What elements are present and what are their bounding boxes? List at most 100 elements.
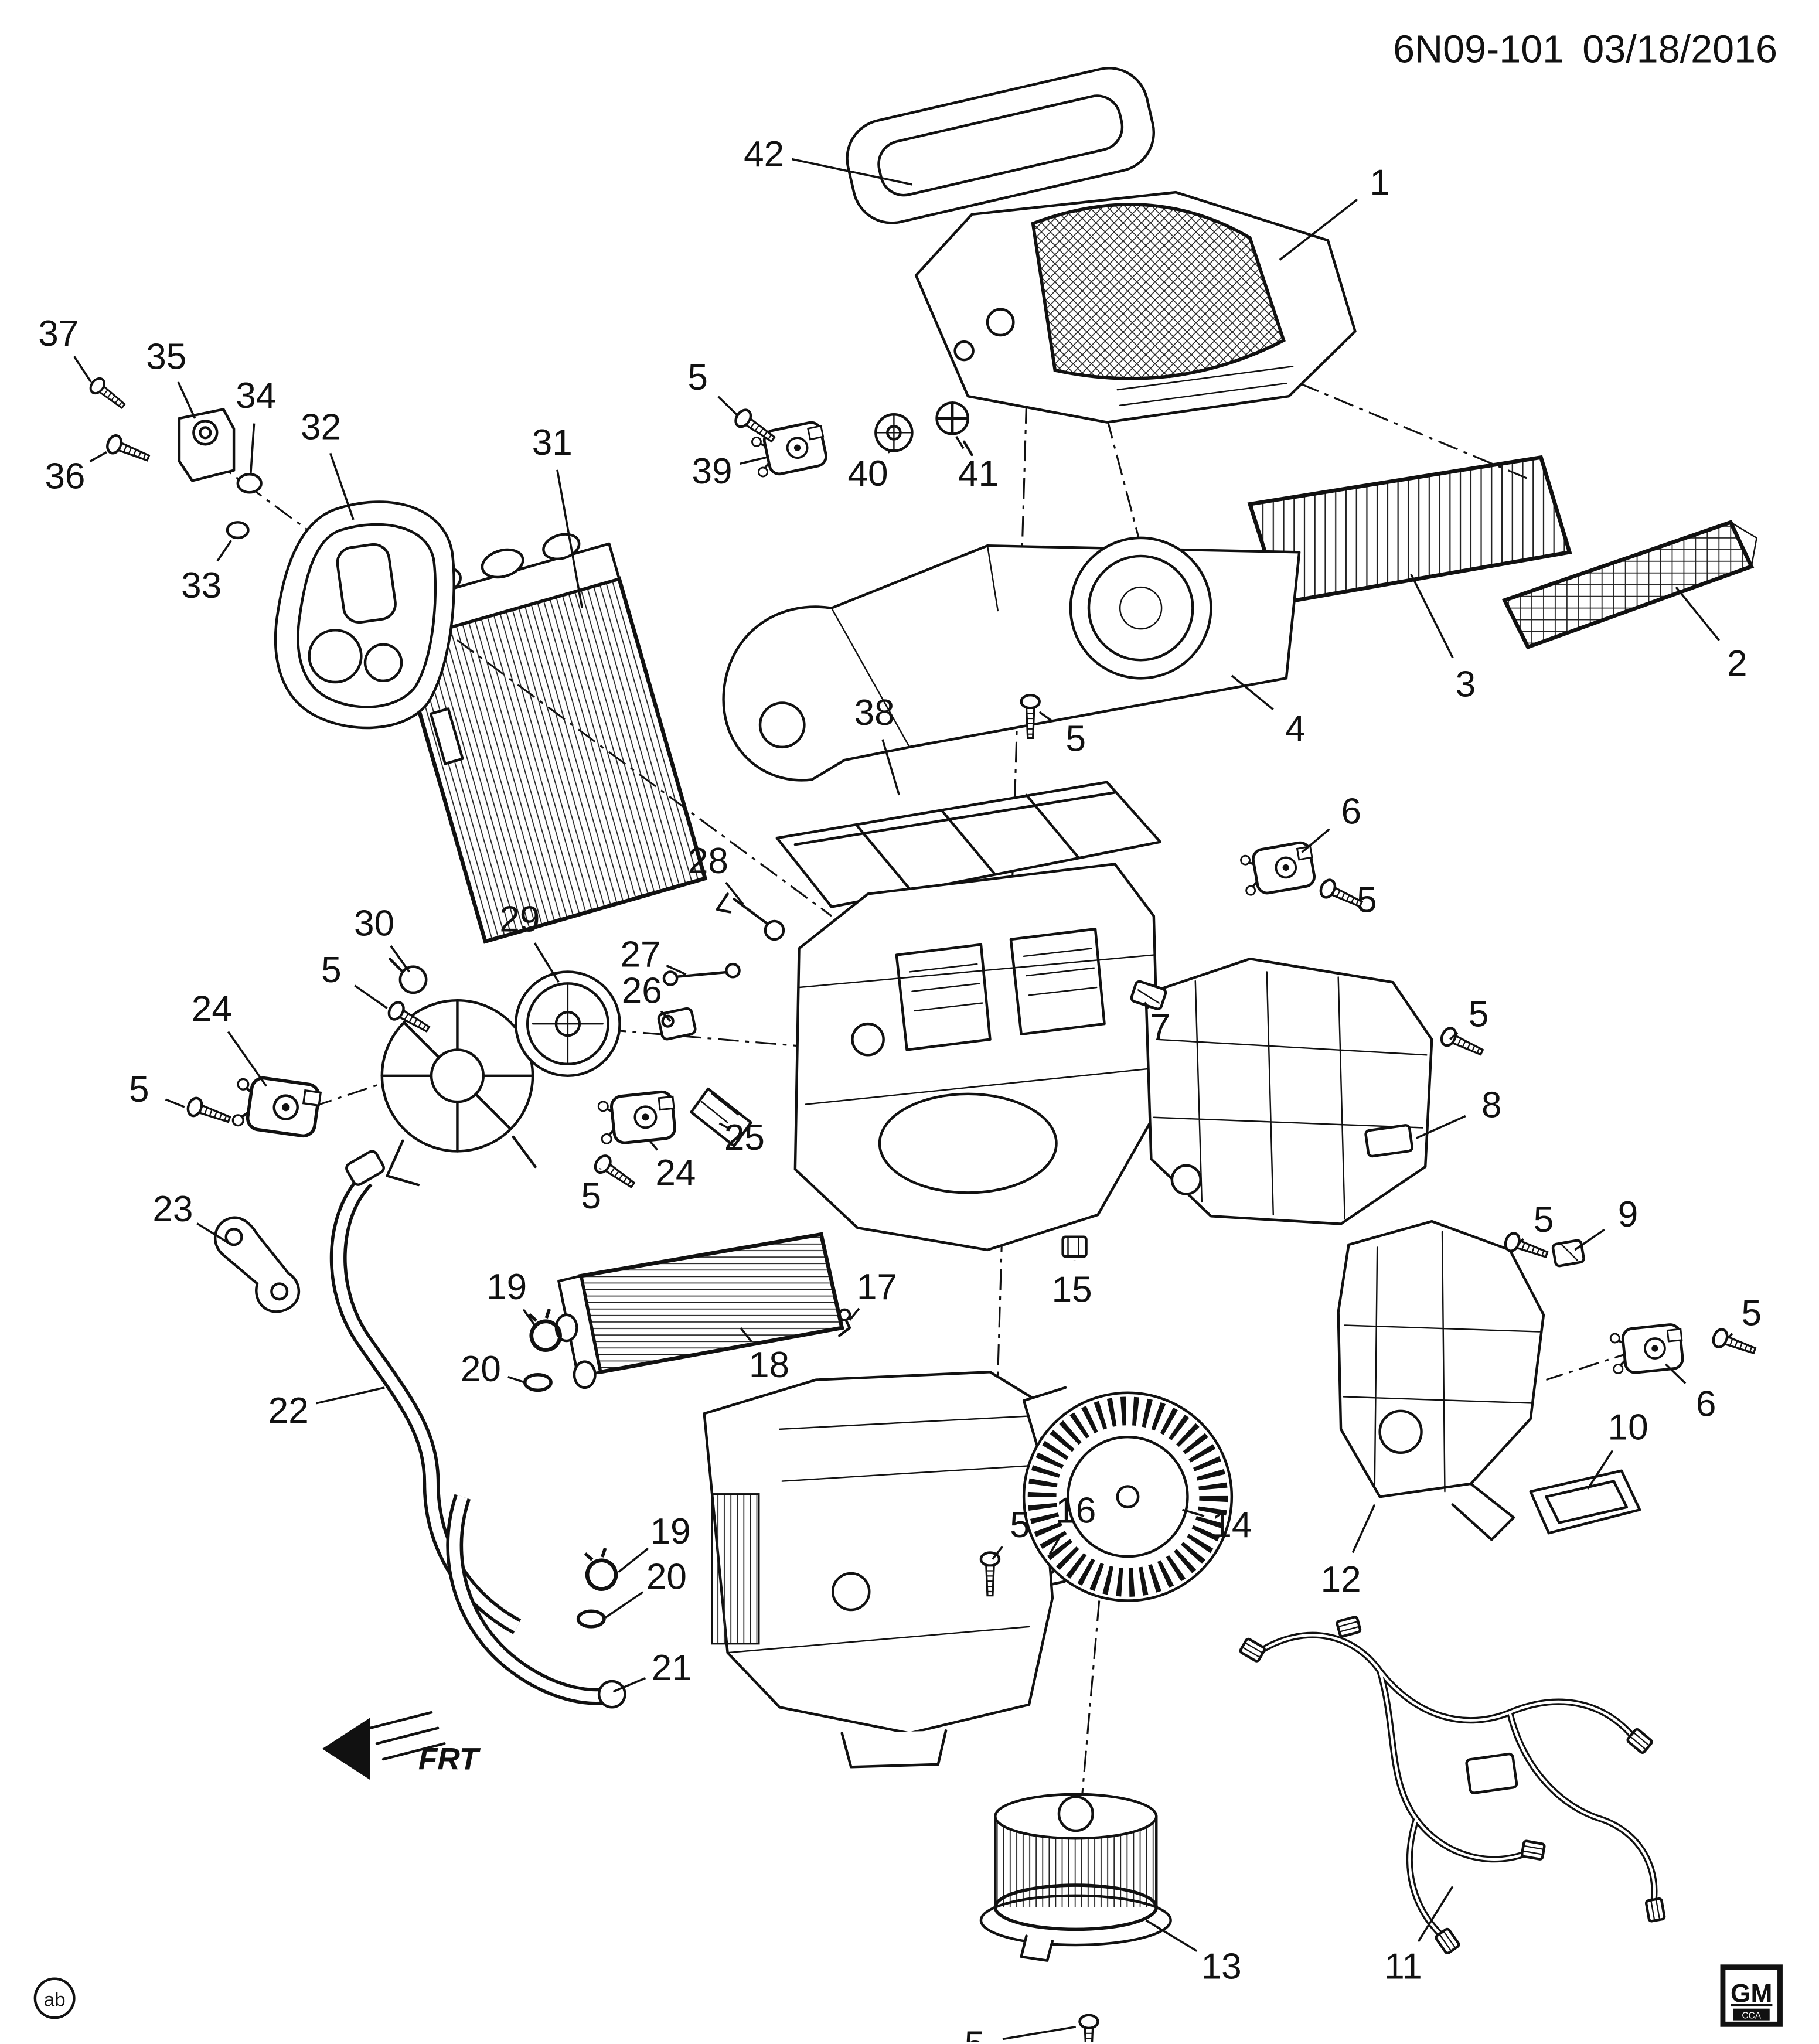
leader-line-18	[740, 1327, 752, 1343]
callout-12: 12	[1321, 1559, 1361, 1600]
leader-line-34	[250, 423, 256, 473]
leader-line-25	[718, 1122, 728, 1129]
callout-11: 11	[1384, 1947, 1422, 1987]
callout-23: 23	[152, 1189, 193, 1229]
leader-line-4	[1231, 674, 1274, 711]
callout-20: 20	[461, 1349, 501, 1389]
callout-41: 41	[958, 454, 999, 494]
screw-5	[1079, 2015, 1098, 2043]
gm-logo: GM CCA	[1720, 1964, 1783, 2027]
part-17-clip	[838, 1308, 851, 1337]
callout-5: 5	[1741, 1293, 1762, 1333]
callout-4: 4	[1285, 708, 1306, 749]
callout-5: 5	[581, 1176, 602, 1217]
part-13-blower-motor	[979, 1793, 1172, 1962]
callout-8: 8	[1481, 1085, 1502, 1126]
leader-line-9	[1574, 1228, 1605, 1251]
leader-line-23	[196, 1222, 232, 1246]
leader-line-28	[725, 881, 744, 905]
callout-5: 5	[129, 1069, 149, 1110]
part-41-impeller	[935, 401, 973, 457]
callout-5: 5	[1534, 1200, 1554, 1240]
leader-line-36	[89, 451, 107, 463]
callout-14: 14	[1211, 1505, 1252, 1545]
part-4-inlet-case	[722, 536, 1301, 782]
callout-31: 31	[532, 423, 573, 463]
callout-35: 35	[146, 337, 186, 377]
part-10-seal	[1529, 1469, 1641, 1535]
callout-29: 29	[499, 900, 540, 940]
callout-6: 6	[1696, 1384, 1716, 1425]
callout-39: 39	[692, 451, 732, 492]
frt-label: FRT	[418, 1742, 481, 1777]
leader-line-5	[1038, 711, 1054, 723]
part-18-heater-core	[554, 1232, 844, 1389]
part-24-actuator-b	[598, 1091, 677, 1145]
part-2-filter-cover	[1501, 520, 1757, 650]
callout-16: 16	[1055, 1490, 1096, 1531]
corner-mark: ab	[33, 1977, 76, 2019]
callout-17: 17	[857, 1267, 897, 1307]
callout-9: 9	[1618, 1194, 1639, 1235]
leader-line-2	[1675, 587, 1720, 641]
part-36-screw	[105, 434, 151, 466]
leader-line-20	[605, 1591, 644, 1619]
part-30-ring	[388, 958, 428, 994]
callout-24: 24	[655, 1153, 696, 1193]
leader-line-5	[1002, 2025, 1077, 2040]
callout-34: 34	[236, 376, 276, 416]
leader-line-38	[881, 739, 900, 796]
leader-line-5	[1449, 1031, 1459, 1041]
part-23-bracket	[214, 1216, 301, 1313]
leader-line-24	[649, 1140, 659, 1151]
leader-line-8	[1415, 1115, 1466, 1139]
callout-37: 37	[38, 314, 79, 354]
leader-line-19	[522, 1309, 538, 1328]
leader-line-40	[887, 448, 893, 454]
part-29-damper-assembly	[380, 970, 621, 1187]
leader-line-21	[612, 1677, 646, 1693]
callout-20: 20	[646, 1557, 687, 1597]
leader-line-33	[216, 540, 233, 562]
leader-line-5	[1727, 1333, 1733, 1339]
callout-5: 5	[1357, 880, 1377, 920]
leader-line-14	[1182, 1508, 1205, 1517]
callout-6: 6	[1341, 792, 1362, 832]
callout-5: 5	[687, 357, 708, 398]
callout-2: 2	[1727, 643, 1748, 684]
callout-33: 33	[181, 565, 222, 606]
corner-mark-label: ab	[44, 1989, 66, 2011]
callout-24: 24	[192, 989, 232, 1030]
part-20-ring-b	[578, 1611, 604, 1627]
part-24-actuator	[232, 1075, 322, 1138]
frt-marker: FRT	[322, 1711, 481, 1780]
leader-line-39	[740, 456, 767, 465]
part-35-bracket	[178, 408, 236, 482]
leader-line-13	[1145, 1919, 1198, 1952]
part-34-nut	[236, 473, 263, 494]
leader-line-5	[165, 1098, 185, 1108]
gm-logo-sub-label: CCA	[1742, 2011, 1761, 2021]
callout-22: 22	[268, 1391, 309, 1431]
part-38-frame	[775, 781, 1162, 908]
callout-21: 21	[652, 1648, 692, 1688]
callout-18: 18	[749, 1345, 789, 1385]
callout-13: 13	[1201, 1947, 1242, 1987]
part-25-lever	[690, 1087, 752, 1147]
leader-line-11	[1417, 1886, 1454, 1943]
part-1-upper-blower-case	[914, 190, 1357, 424]
leader-line-17	[849, 1307, 860, 1321]
leader-line-32	[329, 452, 355, 520]
part-20-ring	[525, 1375, 551, 1391]
callout-26: 26	[622, 971, 662, 1011]
leader-line-16	[1048, 1534, 1062, 1555]
callout-38: 38	[854, 693, 895, 733]
leader-line-6	[1301, 828, 1330, 853]
gm-logo-label: GM	[1731, 1980, 1772, 2008]
leader-line-19	[618, 1547, 649, 1573]
leader-line-3	[1410, 574, 1454, 659]
part-32-seal	[274, 500, 455, 730]
